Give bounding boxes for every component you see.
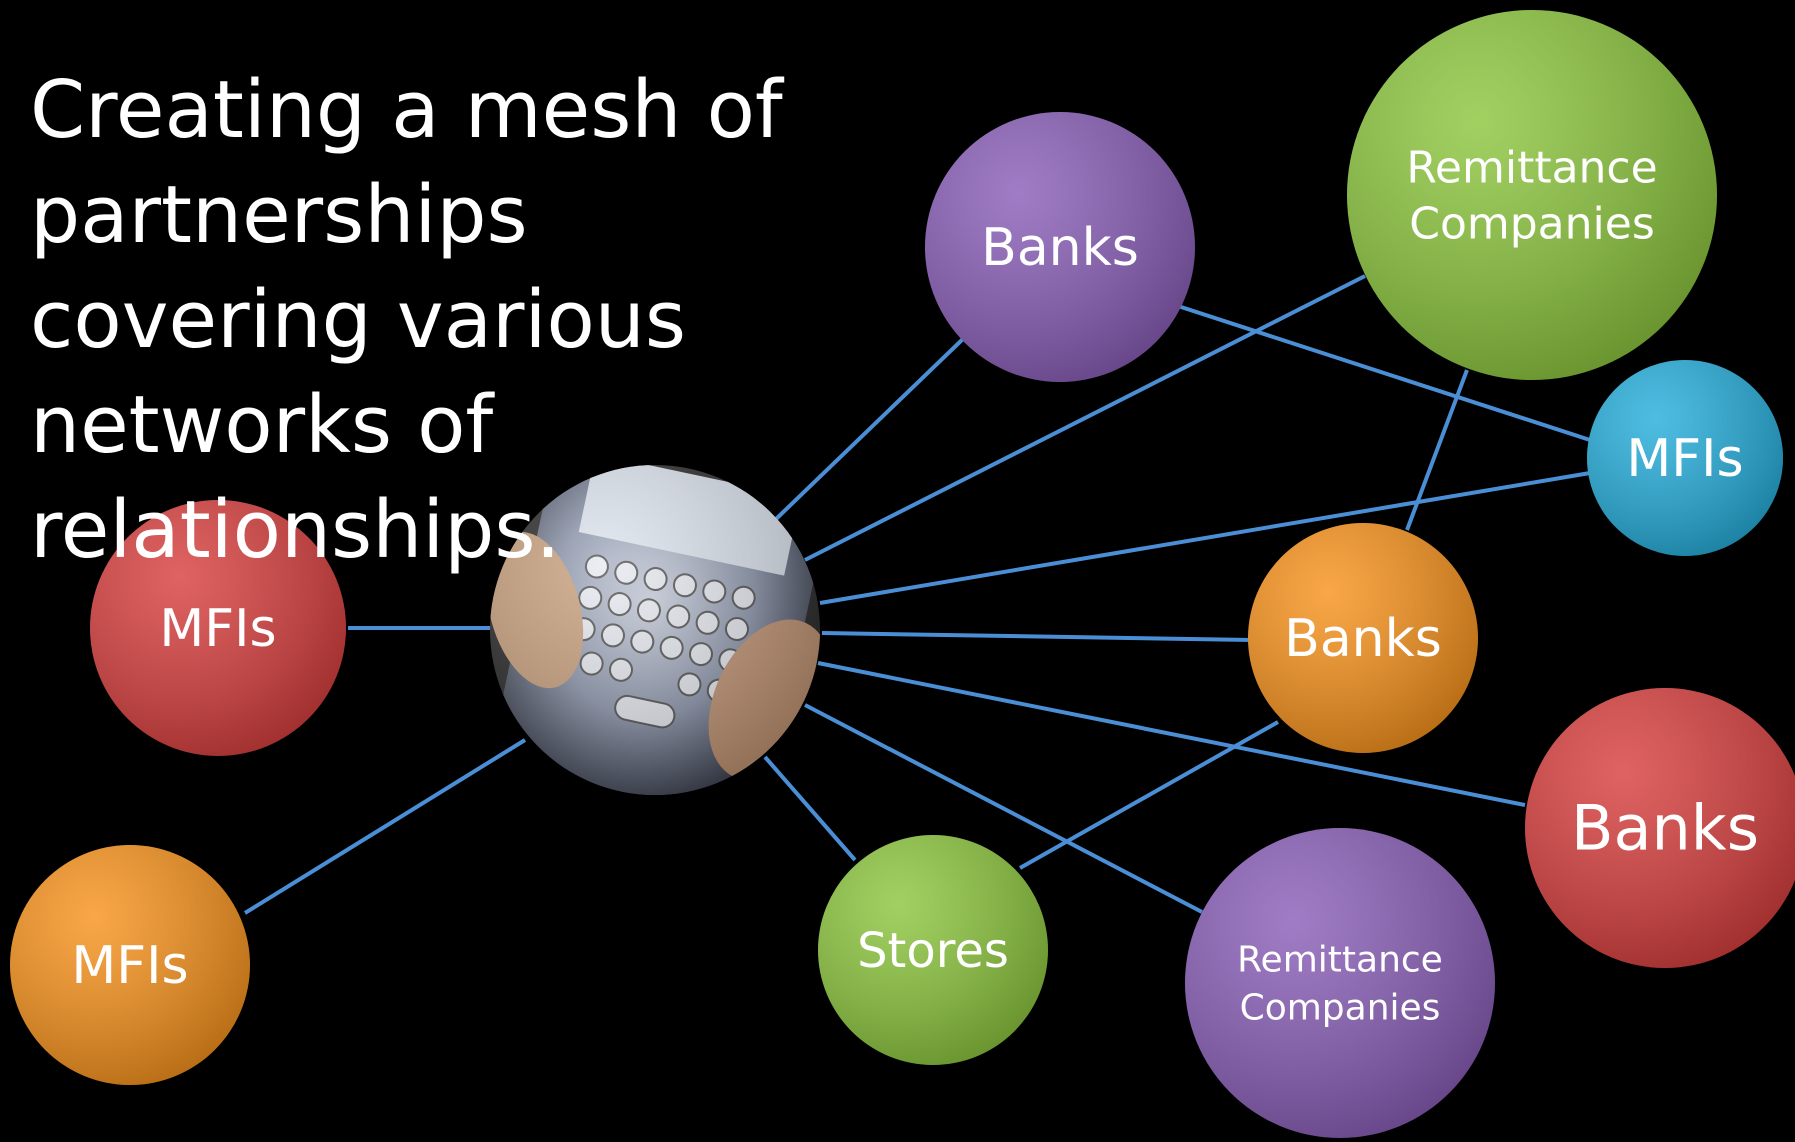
node-label: Remittance — [1406, 142, 1657, 193]
node-label: Companies — [1409, 198, 1655, 249]
node-label: Banks — [981, 218, 1139, 278]
edge-phone-remit-top — [804, 274, 1366, 562]
node-mfis-right: MFIs — [1587, 360, 1783, 556]
edge-stores-banks-mid — [1019, 720, 1279, 870]
node-label: Banks — [1571, 792, 1759, 865]
node-label: Banks — [1284, 609, 1442, 669]
node-label: Remittance — [1237, 940, 1443, 981]
connection-lines — [243, 274, 1591, 915]
node-label: MFIs — [1626, 429, 1743, 489]
node-shading — [1525, 688, 1795, 968]
node-shading — [90, 500, 346, 756]
node-stores: Stores — [818, 835, 1048, 1065]
edge-banks-top-mfis-right — [1177, 304, 1591, 442]
edge-phone-stores — [763, 755, 857, 862]
slide-title: Creating a mesh of partnerships covering… — [30, 64, 783, 576]
node-shading — [10, 845, 250, 1085]
node-shading — [1347, 10, 1717, 380]
node-shading — [925, 112, 1195, 382]
phone-keyboard-image — [490, 465, 820, 795]
node-shading — [1587, 360, 1783, 556]
node-label: MFIs — [159, 599, 276, 659]
node-banks-top: Banks — [925, 112, 1195, 382]
node-label: Stores — [857, 923, 1009, 979]
edge-phone-remit-bottom — [804, 703, 1203, 914]
node-shading — [1185, 828, 1495, 1138]
node-shading — [818, 835, 1048, 1065]
edge-remit-top-banks-mid — [1405, 369, 1469, 531]
edge-phone-mfis-right — [819, 471, 1591, 605]
edge-mfis-orange-phone — [243, 738, 527, 915]
node-banks-mid: Banks — [1248, 523, 1478, 753]
edge-phone-banks-top — [773, 335, 967, 522]
node-banks-right-red: Banks — [1525, 688, 1795, 968]
edge-phone-banks-right — [817, 661, 1526, 807]
node-mfis-left-orange: MFIs — [10, 845, 250, 1085]
edge-phone-banks-mid — [821, 631, 1253, 642]
node-shading — [1248, 523, 1478, 753]
node-mfis-left-red: MFIs — [90, 500, 346, 756]
node-label: MFIs — [71, 936, 188, 996]
node-label: Companies — [1240, 988, 1441, 1029]
